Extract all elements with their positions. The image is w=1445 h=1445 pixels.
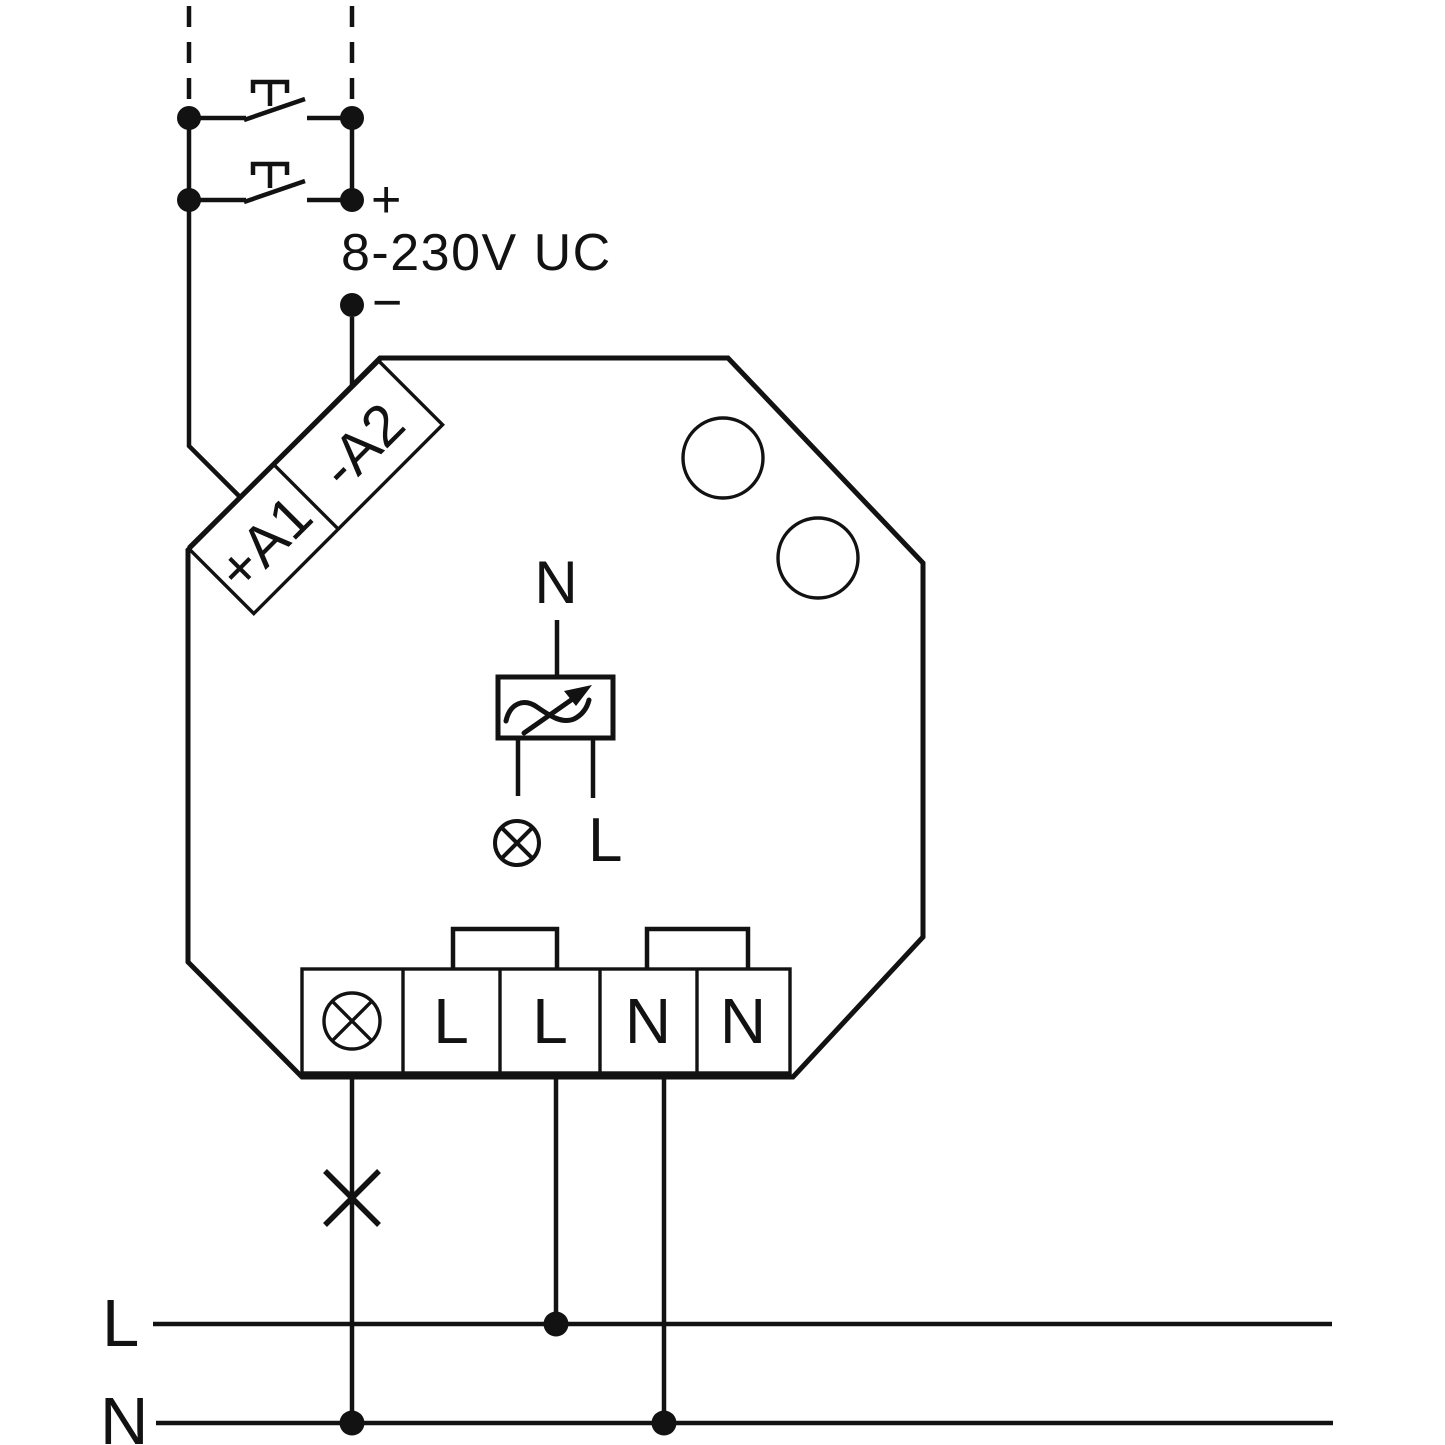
junction-dot (177, 188, 201, 212)
device-edge (187, 357, 382, 550)
junction-dot (177, 106, 201, 130)
junction-dot (543, 1311, 569, 1337)
bus-neutral-label: N (100, 1384, 148, 1445)
junction-dot (651, 1410, 677, 1436)
internal-live-label: L (588, 806, 622, 875)
pushbutton-top-icon (189, 79, 352, 123)
dimmer-box (495, 674, 616, 741)
wire-to-terminal-a1 (186, 118, 242, 499)
load-cross-icon (323, 1169, 381, 1227)
plus-label: + (371, 171, 401, 229)
minus-label: − (372, 274, 402, 332)
junction-dot (340, 188, 364, 212)
supply-voltage-label: 8-230V UC (341, 224, 612, 282)
terminal-strip: L L N N (300, 967, 792, 1075)
lamp-terminal-icon (322, 991, 382, 1051)
bus-live-label: L (102, 1286, 139, 1361)
terminal-plate: +A1 -A2 (187, 358, 445, 616)
junction-dot (339, 1410, 365, 1436)
terminal-n1-label: N (625, 985, 671, 1057)
internal-neutral-label: N (534, 549, 577, 616)
pushbutton-bottom-icon (189, 161, 352, 205)
mounting-hole-icon (776, 516, 860, 600)
dimmer-icon (503, 685, 592, 736)
lamp-icon (493, 819, 541, 867)
junction-dot (340, 106, 364, 130)
junction-dot (340, 293, 364, 317)
terminal-n2-label: N (720, 985, 766, 1057)
terminal-bridge-l (450, 926, 560, 970)
terminal-bridge-n (644, 926, 751, 970)
mounting-hole-icon (681, 416, 765, 500)
terminal-l1-label: L (433, 985, 469, 1057)
terminal-l2-label: L (532, 985, 568, 1057)
